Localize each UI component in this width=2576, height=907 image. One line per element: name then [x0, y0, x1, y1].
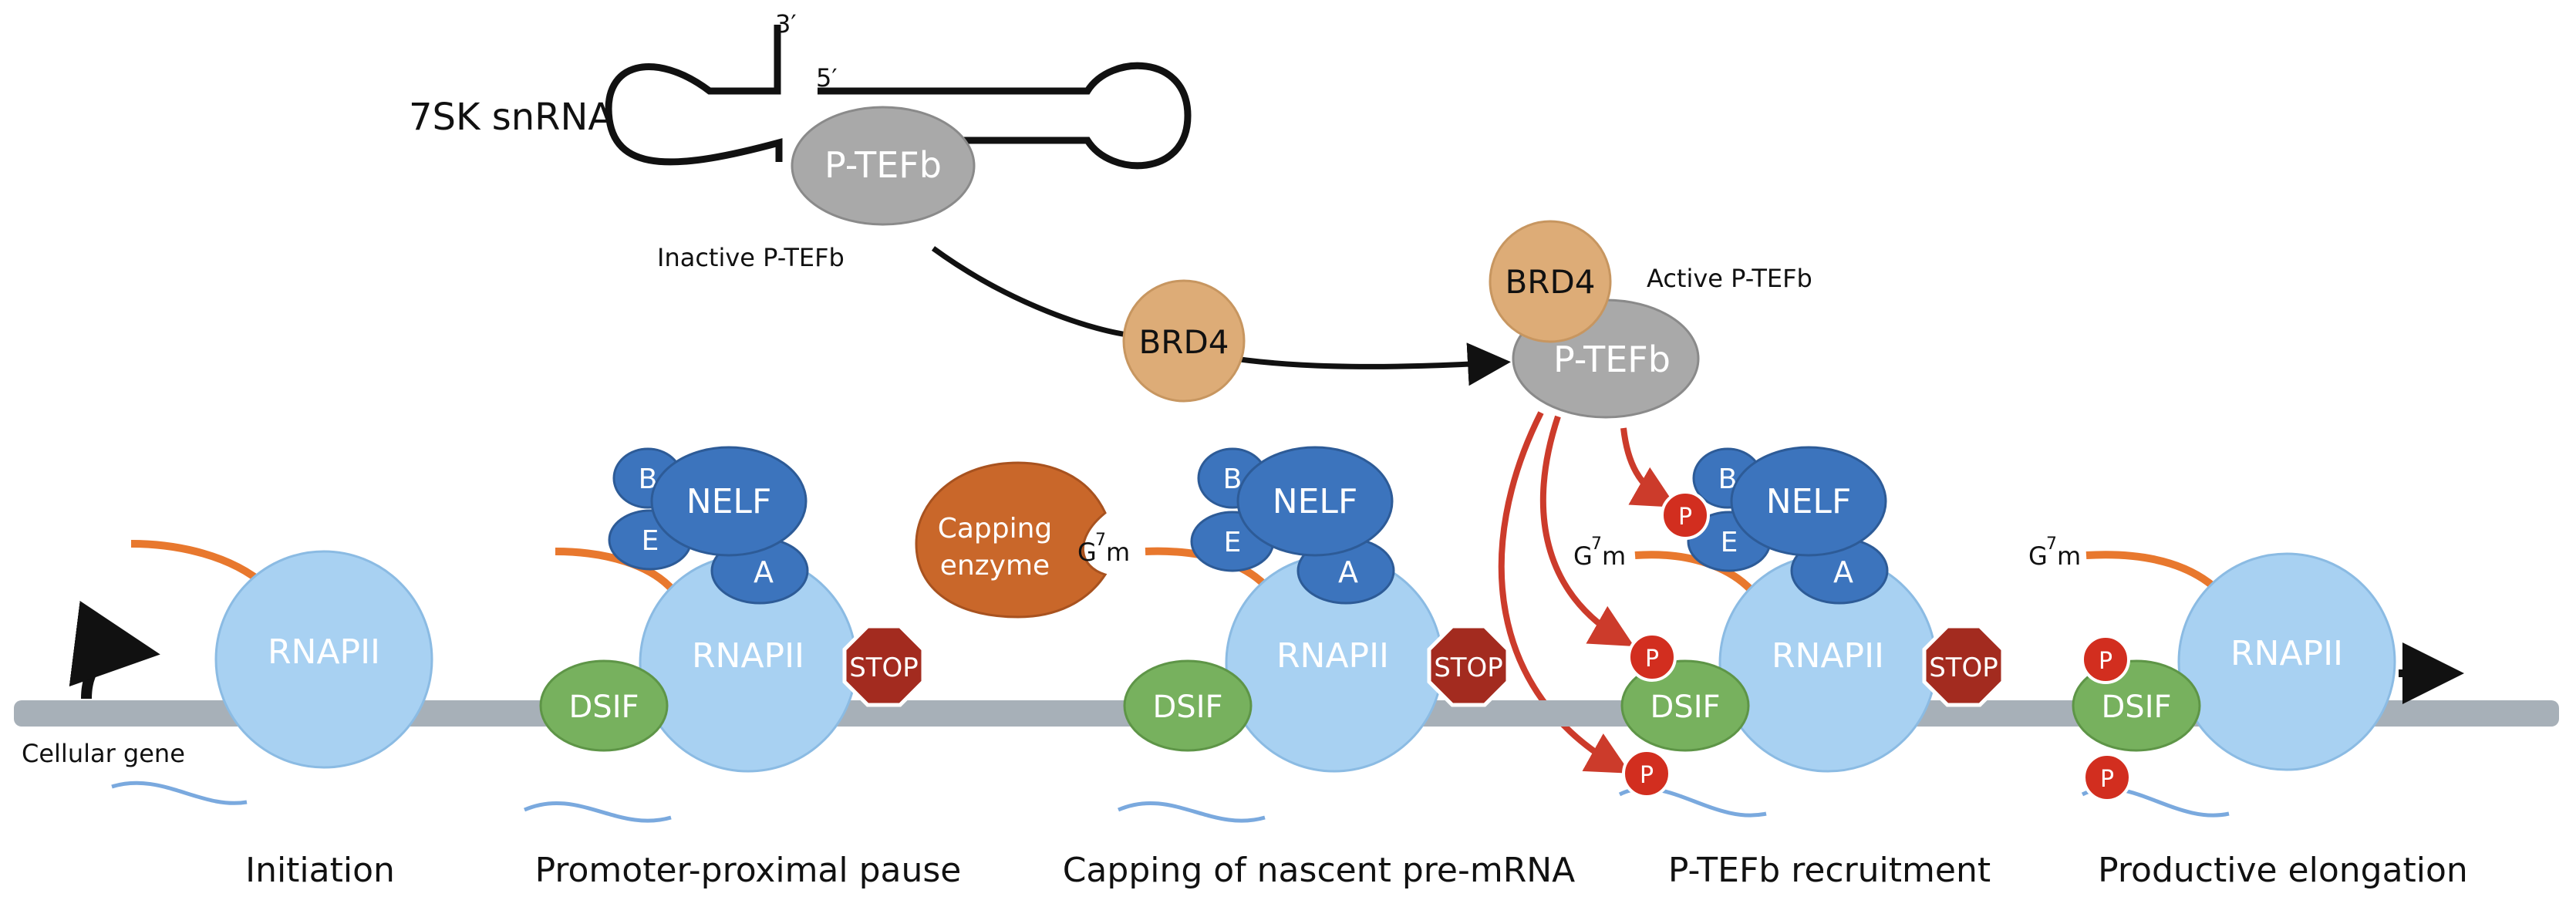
- stage-initiation: RNAPII: [111, 540, 433, 805]
- rnapii-text: RNAPII: [268, 632, 380, 672]
- arrow-to-rna: [1498, 411, 1630, 774]
- capping-text-1: Capping: [938, 513, 1053, 545]
- nelf-text: NELF: [1766, 482, 1852, 521]
- brd4-bound-text: BRD4: [1505, 263, 1595, 301]
- five-prime-label: 5′: [816, 63, 838, 93]
- phosphate-text: P: [2100, 766, 2114, 793]
- phosphate-text: P: [1645, 646, 1659, 673]
- stop-sign: [842, 624, 926, 707]
- nelf-e-text: E: [1224, 527, 1242, 558]
- nelf-a-text: A: [1833, 555, 1853, 589]
- cap-sup: 7: [1591, 534, 1602, 554]
- cap-m: m: [2057, 541, 2081, 571]
- active-ptefb-complex: P-TEFb BRD4 Active P-TEFb: [1489, 220, 1812, 419]
- rnapii-text: RNAPII: [692, 636, 804, 676]
- stage-elongation: G 7 m RNAPII DSIF P P: [2028, 534, 2464, 818]
- cap-m: m: [1602, 541, 1626, 571]
- phosphate-rna: [2082, 753, 2132, 802]
- stage-label-elongation: Productive elongation: [2098, 851, 2468, 890]
- 7sk-snrna-strand: [605, 25, 783, 166]
- dsif-text: DSIF: [569, 690, 639, 725]
- dsif-shape: [1620, 659, 1750, 752]
- nelf-shape: [650, 446, 808, 557]
- rna-label: 7SK snRNA: [409, 96, 613, 139]
- inactive-ptefb-label: Inactive P-TEFb: [657, 243, 845, 272]
- cap-sup: 7: [1095, 531, 1106, 550]
- phosphate-rna: [1622, 749, 1671, 798]
- phosphate-dsif: [2081, 635, 2130, 684]
- stage-label-recruitment: P-TEFb recruitment: [1668, 851, 1991, 890]
- rnapii-text: RNAPII: [1772, 636, 1884, 676]
- stop-sign: [1427, 624, 1510, 707]
- stop-text: STOP: [849, 652, 919, 683]
- rnapii-text: RNAPII: [2230, 634, 2343, 673]
- dsif-text: DSIF: [1650, 690, 1721, 725]
- rna-tail: [130, 540, 269, 589]
- rna-wavy: [111, 781, 248, 805]
- three-prime-label: 3′: [775, 9, 797, 39]
- stage-label-initiation: Initiation: [245, 851, 395, 890]
- nelf-e-text: E: [1721, 527, 1738, 558]
- nelf-shape: [1730, 446, 1887, 557]
- gene-label: Cellular gene: [22, 739, 185, 768]
- stage-capping: Capping enzyme G 7 m RNAPII DSIF A E B N…: [915, 446, 1510, 823]
- stage-labels: Initiation Promoter-proximal pause Cappi…: [245, 851, 2468, 890]
- stage-pause: RNAPII DSIF A E B NELF STOP: [524, 446, 926, 823]
- rnapii-text: RNAPII: [1276, 636, 1389, 676]
- brd4-free-shape: [1122, 279, 1246, 403]
- stage-label-capping: Capping of nascent pre-mRNA: [1063, 851, 1576, 890]
- arrow-to-dsif: [1539, 415, 1634, 646]
- phosphate-text: P: [1640, 762, 1654, 789]
- brd4-free: BRD4: [1122, 279, 1246, 403]
- phosphate-dsif: [1627, 632, 1677, 682]
- nelf-a-text: A: [1338, 555, 1358, 589]
- brd4-bound-shape: [1489, 220, 1612, 343]
- nelf-shape: [1236, 446, 1394, 557]
- rna-wavy: [1118, 801, 1266, 823]
- nelf-e-text: E: [642, 525, 659, 557]
- rna-wavy: [524, 801, 672, 823]
- gene-start-arrow: [69, 601, 160, 700]
- dsif-text: DSIF: [2102, 690, 2172, 725]
- active-ptefb-text: P-TEFb: [1553, 339, 1671, 380]
- phosphate-text: P: [1678, 504, 1692, 531]
- rnapii-shape: [214, 550, 433, 769]
- rnapii-shape: [2177, 552, 2396, 771]
- dsif-shape: [539, 659, 669, 752]
- arrow-to-nelf: [1620, 427, 1677, 507]
- active-ptefb-label: Active P-TEFb: [1647, 264, 1812, 293]
- stop-sign: [1922, 624, 2005, 707]
- stop-text: STOP: [1434, 652, 1503, 683]
- cap-m: m: [1106, 538, 1130, 567]
- capping-enzyme: [915, 461, 1108, 619]
- inactive-ptefb-shape: [791, 106, 976, 226]
- dsif-shape: [1123, 659, 1253, 752]
- cap-g: G: [1077, 538, 1097, 567]
- stage-recruitment: G 7 m RNAPII DSIF A E B NELF STOP P P P: [1573, 446, 2005, 818]
- nelf-text: NELF: [1273, 482, 1358, 521]
- cap-label: G 7 m: [1573, 534, 1626, 571]
- inactive-ptefb-text: P-TEFb: [824, 144, 942, 186]
- nelf-a-text: A: [754, 555, 774, 589]
- cap-g: G: [2028, 541, 2048, 571]
- phosphate-text: P: [2099, 648, 2112, 675]
- capping-text-2: enzyme: [940, 550, 1050, 582]
- phosphate-nelf-e: [1661, 491, 1710, 540]
- cap-label: G 7 m: [1077, 531, 1130, 567]
- stage-label-pause: Promoter-proximal pause: [535, 851, 962, 890]
- inactive-ptefb-complex: 7SK snRNA 3′ 5′ P-TEFb Inactive P-TEFb: [409, 9, 1192, 272]
- stop-text: STOP: [1929, 652, 1998, 683]
- cap-sup: 7: [2046, 534, 2057, 554]
- dsif-text: DSIF: [1153, 690, 1223, 725]
- nelf-text: NELF: [686, 482, 772, 521]
- cap-label: G 7 m: [2028, 534, 2081, 571]
- 7sk-snrna-hairpin: [818, 62, 1192, 170]
- cap-g: G: [1573, 541, 1593, 571]
- brd4-free-text: BRD4: [1138, 323, 1229, 361]
- phosphorylation-arrows: [1498, 411, 1677, 774]
